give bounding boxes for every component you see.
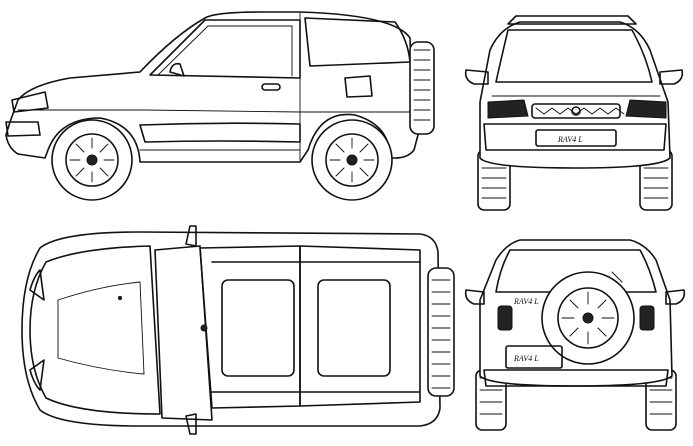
- rear-plate-badge-text: RAV4 L: [513, 354, 539, 363]
- front-badge-text: RAV4 L: [557, 135, 583, 144]
- side-view: [5, 11, 435, 201]
- rear-badge-small-text: RAV4 L: [513, 297, 539, 306]
- front-view: RAV4 L: [464, 15, 684, 211]
- rear-view: RAV4 L RAV4 L: [464, 239, 686, 431]
- top-view: [21, 225, 455, 435]
